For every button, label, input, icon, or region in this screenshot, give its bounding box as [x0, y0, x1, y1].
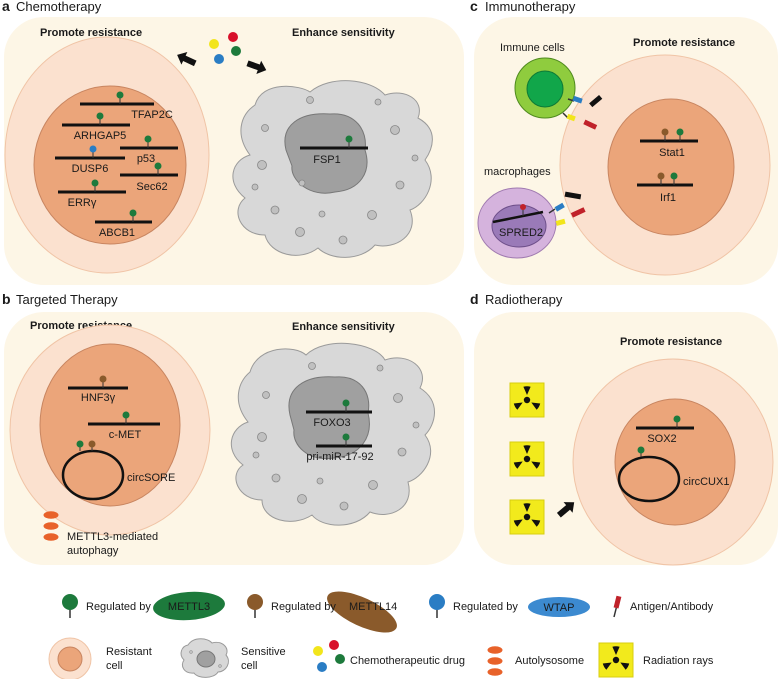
gene-label: DUSP6: [72, 163, 109, 175]
gene-label: circCUX1: [683, 476, 729, 488]
sensitive-nucleus: [284, 113, 368, 194]
legend-item-resistant-cell: Resistant cell: [48, 637, 155, 679]
legend-autolysosome: Autolysosome: [515, 655, 584, 667]
legend-resistant-cell: Resistant cell: [106, 646, 155, 672]
panel-b-right-heading: Enhance sensitivity: [292, 321, 396, 333]
resistant-nucleus: [614, 398, 736, 526]
legend-chemo-drug: Chemotherapeutic drug: [350, 655, 465, 667]
legend-item-mettl14: Regulated by METTL14: [247, 591, 397, 633]
legend-item-autolysosome: Autolysosome: [487, 646, 584, 676]
legend-item-wtap: Regulated by WTAP: [429, 594, 590, 618]
gene-label: ARHGAP5: [74, 130, 127, 142]
legend-item-sensitive-cell: Sensitive cell: [180, 638, 289, 678]
legend-item-radiation: Radiation rays: [598, 642, 714, 678]
arrow-right-icon: [246, 60, 267, 74]
gene-label: ERRγ: [68, 197, 97, 209]
gene-label: p53: [137, 153, 155, 165]
legend-regulated-by: Regulated by: [86, 601, 151, 613]
panel-a-right-heading: Enhance sensitivity: [292, 27, 396, 39]
macrophages-label: macrophages: [484, 166, 551, 178]
resistant-nucleus: [607, 98, 735, 236]
radiation-icon: [509, 382, 545, 535]
panel-d-heading: Promote resistance: [620, 336, 722, 348]
legend-item-mettl3: Regulated by METTL3: [62, 591, 225, 621]
gene-label: TFAP2C: [131, 109, 173, 121]
legend: Regulated by METTL3 Regulated by METTL14…: [48, 591, 714, 679]
legend-antigen: Antigen/Antibody: [630, 601, 714, 613]
panel-b-letter: b: [2, 291, 11, 307]
immune-cells-label: Immune cells: [500, 42, 565, 54]
panel-a-chemotherapy: a Chemotherapy Promote resistance TFAP2C…: [2, 0, 464, 285]
arrow-left-icon: [177, 51, 197, 67]
gene-label: Irf1: [660, 192, 676, 204]
gene-label: SOX2: [647, 433, 676, 445]
legend-sensitive-cell: Sensitive cell: [241, 646, 289, 672]
circrna-ring: [61, 449, 125, 501]
legend-wtap: WTAP: [544, 602, 575, 614]
gene-label: Stat1: [659, 147, 685, 159]
circrna-ring: [617, 455, 681, 503]
legend-radiation: Radiation rays: [643, 655, 714, 667]
gene-label: FSP1: [313, 154, 341, 166]
autolysosome-icon: [43, 511, 59, 541]
legend-item-chemo-drug: Chemotherapeutic drug: [313, 640, 465, 672]
legend-item-antigen: Antigen/Antibody: [613, 595, 714, 618]
gene-label: Sec62: [136, 181, 167, 193]
macrophage-nucleus: [491, 204, 547, 248]
panel-c-title: Immunotherapy: [485, 0, 576, 14]
panel-b-targeted-therapy: b Targeted Therapy Promote resistance HN…: [2, 291, 464, 565]
gene-label: c-MET: [109, 429, 142, 441]
panel-a-title: Chemotherapy: [16, 0, 102, 14]
legend-mettl3: METTL3: [168, 601, 210, 613]
legend-regulated-by: Regulated by: [453, 601, 518, 613]
antigen-antibody-icon: [548, 191, 586, 226]
panel-a-left-heading: Promote resistance: [40, 27, 142, 39]
vesicles: [252, 362, 420, 511]
panel-d-letter: d: [470, 291, 479, 307]
panel-c-letter: c: [470, 0, 478, 14]
panel-c-immunotherapy: c Immunotherapy Immune cells Promote res…: [470, 0, 778, 285]
gene-label: FOXO3: [313, 417, 350, 429]
chemotherapeutic-drug-icon: [209, 32, 241, 64]
gene-label: SPRED2: [499, 227, 543, 239]
immune-cell-nucleus: [526, 70, 564, 108]
autophagy-label: METTL3-mediated autophagy: [67, 531, 161, 557]
gene-label: HNF3γ: [81, 392, 116, 404]
panel-b-title: Targeted Therapy: [16, 292, 118, 307]
gene-label: circSORE: [127, 472, 175, 484]
panel-a-letter: a: [2, 0, 10, 14]
vesicles: [251, 96, 419, 245]
panel-d-radiotherapy: d Radiotherapy Promote resistance SOX2 c…: [470, 291, 778, 566]
legend-regulated-by: Regulated by: [271, 601, 336, 613]
gene-label: ABCB1: [99, 227, 135, 239]
legend-mettl14: METTL14: [349, 601, 397, 613]
panel-c-heading: Promote resistance: [633, 37, 735, 49]
panel-d-title: Radiotherapy: [485, 292, 563, 307]
arrow-right-icon: [556, 502, 575, 518]
gene-label: pri-miR-17-92: [306, 451, 373, 463]
antigen-antibody-icon: [562, 94, 603, 130]
